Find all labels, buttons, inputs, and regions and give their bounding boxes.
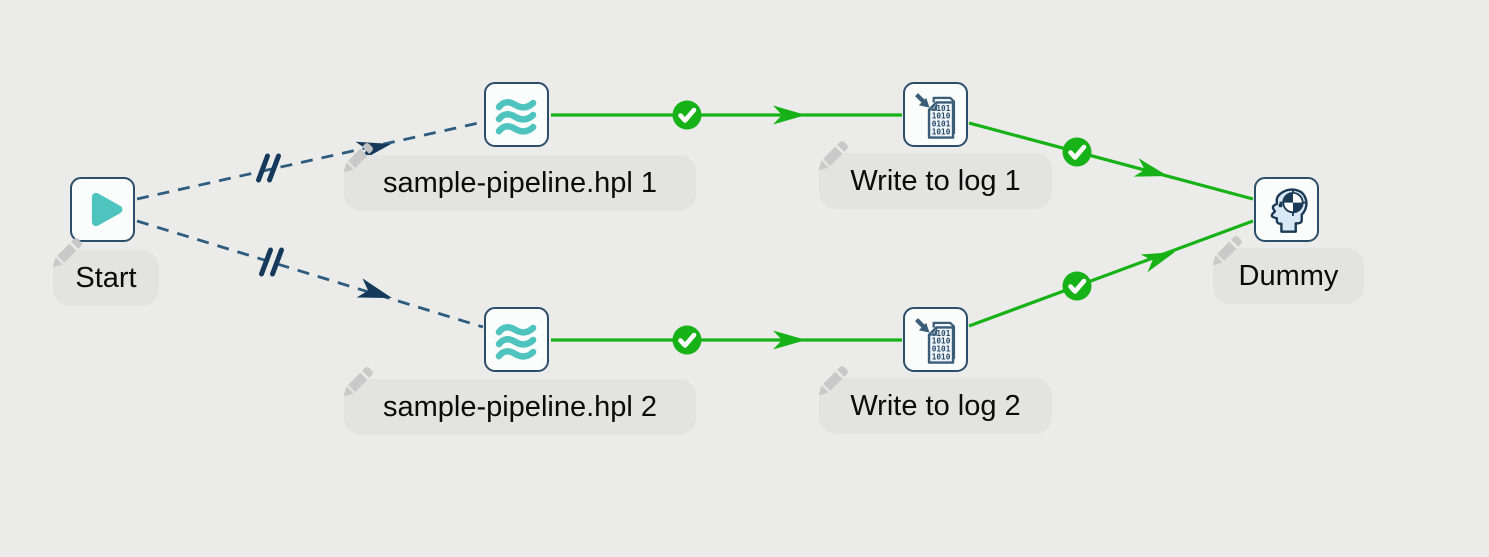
edit-pencil-icon bbox=[52, 238, 82, 268]
svg-text:1010: 1010 bbox=[932, 337, 951, 346]
action-label-text: Write to log 1 bbox=[850, 164, 1021, 197]
success-checkmark-badge bbox=[1062, 137, 1092, 167]
parallel-execution-icon bbox=[259, 247, 284, 277]
action-label-text: Dummy bbox=[1238, 259, 1339, 292]
hop-arrowhead-icon bbox=[1140, 252, 1175, 273]
hop-arrowhead-icon bbox=[1133, 158, 1168, 177]
svg-text:1010: 1010 bbox=[932, 127, 951, 136]
action-pipeline-2[interactable] bbox=[484, 307, 549, 372]
action-label-text: Start bbox=[75, 261, 137, 294]
svg-text:1010: 1010 bbox=[932, 112, 951, 121]
action-label-start[interactable]: Start bbox=[52, 238, 159, 306]
hop-pipeline-1-to-write-to-log-1[interactable] bbox=[551, 100, 902, 130]
edit-pencil-icon bbox=[343, 367, 373, 397]
success-checkmark-badge bbox=[1062, 271, 1092, 301]
action-label-text: Write to log 2 bbox=[850, 389, 1021, 422]
action-label-dummy[interactable]: Dummy bbox=[1212, 236, 1364, 304]
hop-arrowhead-icon bbox=[773, 330, 806, 350]
action-write-to-log-1[interactable]: 0101 1010 0101 1010 bbox=[903, 82, 968, 147]
svg-text:0101: 0101 bbox=[932, 329, 951, 338]
action-start[interactable] bbox=[70, 177, 135, 242]
success-checkmark-badge bbox=[672, 325, 702, 355]
edit-pencil-icon bbox=[818, 141, 848, 171]
action-write-to-log-2[interactable]: 0101 1010 0101 1010 bbox=[903, 307, 968, 372]
binary-document-icon: 0101 1010 0101 1010 bbox=[905, 84, 966, 145]
action-dummy[interactable] bbox=[1254, 177, 1319, 242]
hop-arrowhead-icon bbox=[356, 278, 392, 298]
hop-arrowhead-icon bbox=[773, 105, 806, 125]
hop-write-to-log-2-to-dummy[interactable] bbox=[968, 219, 1254, 328]
svg-text:0101: 0101 bbox=[932, 345, 951, 354]
hop-pipeline-2-to-write-to-log-2[interactable] bbox=[551, 325, 902, 355]
hop-write-to-log-1-to-dummy[interactable] bbox=[968, 121, 1254, 201]
action-label-pipeline-2[interactable]: sample-pipeline.hpl 2 bbox=[343, 367, 696, 435]
hop-start-to-pipeline-2[interactable] bbox=[136, 219, 484, 329]
success-checkmark-badge bbox=[672, 100, 702, 130]
play-icon bbox=[72, 179, 133, 240]
action-label-write-to-log-1[interactable]: Write to log 1 bbox=[818, 141, 1052, 209]
edit-pencil-icon bbox=[818, 366, 848, 396]
binary-document-icon: 0101 1010 0101 1010 bbox=[905, 309, 966, 370]
waves-icon bbox=[486, 84, 547, 145]
svg-text:1010: 1010 bbox=[932, 352, 951, 361]
action-label-pipeline-1[interactable]: sample-pipeline.hpl 1 bbox=[343, 143, 696, 211]
parallel-execution-icon bbox=[256, 153, 281, 183]
edit-pencil-icon bbox=[1212, 236, 1242, 266]
edit-pencil-icon bbox=[343, 143, 373, 173]
action-label-write-to-log-2[interactable]: Write to log 2 bbox=[818, 366, 1052, 434]
action-label-text: sample-pipeline.hpl 2 bbox=[382, 390, 658, 423]
action-label-text: sample-pipeline.hpl 1 bbox=[382, 166, 658, 199]
svg-text:0101: 0101 bbox=[932, 104, 951, 113]
head-target-icon bbox=[1270, 187, 1308, 233]
waves-icon bbox=[486, 309, 547, 370]
action-pipeline-1[interactable] bbox=[484, 82, 549, 147]
svg-text:0101: 0101 bbox=[932, 120, 951, 129]
